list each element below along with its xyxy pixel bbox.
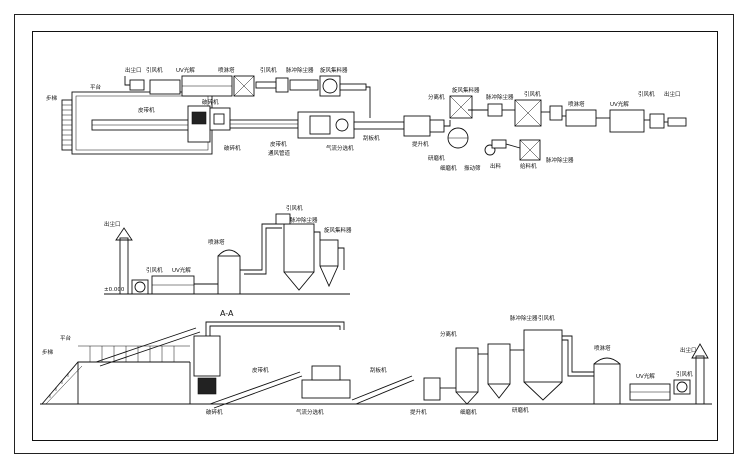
pulse-collector-aa xyxy=(283,223,315,273)
label-pulse-mid: 脉冲除尘器 xyxy=(286,66,314,74)
label-grinder-elev: 研磨机 xyxy=(512,406,529,414)
label-outlet-right: 出尘口 xyxy=(664,90,681,98)
stairs-elevation xyxy=(41,361,190,405)
label-air-pipe: 通风管道 xyxy=(268,149,291,157)
label-pulse-right: 脉冲除尘器 xyxy=(486,93,514,101)
label-belt-elev: 皮带机 xyxy=(252,366,269,374)
label-cyclone-aa: 旋风集料器 xyxy=(324,226,352,234)
label-belt-plan-2: 皮带机 xyxy=(270,140,287,148)
lifter-plan xyxy=(403,115,431,137)
label-platform-plan: 平台 xyxy=(90,83,102,91)
label-fan-aa-top: 引风机 xyxy=(286,204,303,212)
fan-aa-top xyxy=(275,213,291,225)
label-crusher-plan: 破碎机 xyxy=(224,144,241,152)
cyclone-elevation xyxy=(487,343,511,385)
label-fan-elev-right: 引风机 xyxy=(676,370,693,378)
fine-grinder-elevation xyxy=(423,377,441,401)
label-spray-aa: 喷淋塔 xyxy=(208,238,225,246)
label-ground-aa: ±0.000 xyxy=(104,287,125,293)
label-pulse-lower: 脉冲除尘器 xyxy=(546,156,574,164)
exhaust-stack xyxy=(119,237,129,295)
separator-elevation xyxy=(455,347,479,393)
label-grinder-plan: 研磨机 xyxy=(428,154,445,162)
label-pulse-elev: 脉冲除尘器 xyxy=(510,314,538,322)
label-crusher-top: 破碎机 xyxy=(202,98,219,106)
spray-tower-aa xyxy=(217,255,241,295)
label-fan-far-right: 引风机 xyxy=(638,90,655,98)
label-spray-elev: 喷淋塔 xyxy=(594,344,611,352)
cyclone-aa xyxy=(319,239,339,267)
label-discharge-plan: 出料 xyxy=(490,162,502,170)
label-scraper-elev: 刮板机 xyxy=(370,366,387,374)
label-air-sep-elev: 气流分选机 xyxy=(296,408,324,416)
label-feeder-plan: 给料机 xyxy=(520,162,537,170)
label-fan-aa: 引风机 xyxy=(146,266,163,274)
label-stairs-plan: 步梯 xyxy=(46,94,58,102)
label-fine-grinder-elev: 细磨机 xyxy=(460,408,477,416)
outer-frame xyxy=(14,14,734,454)
label-spray-right: 喷淋塔 xyxy=(568,100,585,108)
uv-photolysis-right xyxy=(609,109,645,133)
label-air-separator-plan: 气流分选机 xyxy=(326,144,354,152)
label-fine-grinder-plan: 细磨机 xyxy=(440,164,457,172)
inner-frame xyxy=(32,31,718,441)
label-section-aa: A-A xyxy=(220,309,234,318)
label-belt-conveyor-plan: 皮带机 xyxy=(138,106,155,114)
induced-fan-plan xyxy=(275,77,289,93)
label-pulse-aa: 脉冲除尘器 xyxy=(290,216,318,224)
label-fan-elev: 引风机 xyxy=(538,314,555,322)
label-uv-aa: UV光解 xyxy=(172,266,191,274)
uv-photolysis-plan xyxy=(149,79,181,95)
air-separator-elevation xyxy=(301,379,351,399)
label-cyclone-right: 旋风集料器 xyxy=(452,86,480,94)
plan-view xyxy=(61,75,687,161)
label-outlet-left: 出尘口 xyxy=(125,66,142,74)
label-spray-left: 喷淋塔 xyxy=(218,66,235,74)
spray-tower-right xyxy=(565,109,597,127)
label-fan-left: 引风机 xyxy=(146,66,163,74)
label-scraper-plan: 刮板机 xyxy=(363,134,380,142)
label-outlet-aa: 出尘口 xyxy=(104,220,121,228)
label-crusher-elev: 破碎机 xyxy=(206,408,223,416)
elevation-view xyxy=(40,321,712,409)
label-screen-plan: 振动筛 xyxy=(464,164,481,172)
pulse-collector-elevation xyxy=(523,329,563,383)
label-uv-right: UV光解 xyxy=(610,100,629,108)
label-outlet-elev: 出尘口 xyxy=(680,346,697,354)
label-uv-left: UV光解 xyxy=(176,66,195,74)
label-fan-right: 引风机 xyxy=(524,90,541,98)
exhaust-stack-elevation xyxy=(695,355,705,405)
label-separator-plan: 分离机 xyxy=(428,93,445,101)
label-uv-elev: UV光解 xyxy=(636,372,655,380)
label-separator-elev: 分离机 xyxy=(440,330,457,338)
label-cyclone-mid: 旋风集料器 xyxy=(320,66,348,74)
crusher-elevation xyxy=(193,335,221,377)
section-aa xyxy=(104,213,350,295)
spray-tower-elevation xyxy=(593,363,621,405)
label-stairs-elev: 步梯 xyxy=(42,348,54,356)
label-fan-mid: 引风机 xyxy=(260,66,277,74)
label-platform-elev: 平台 xyxy=(60,334,72,342)
label-lifter-elev: 提升机 xyxy=(410,408,427,416)
label-lifter-plan: 提升机 xyxy=(412,140,429,148)
